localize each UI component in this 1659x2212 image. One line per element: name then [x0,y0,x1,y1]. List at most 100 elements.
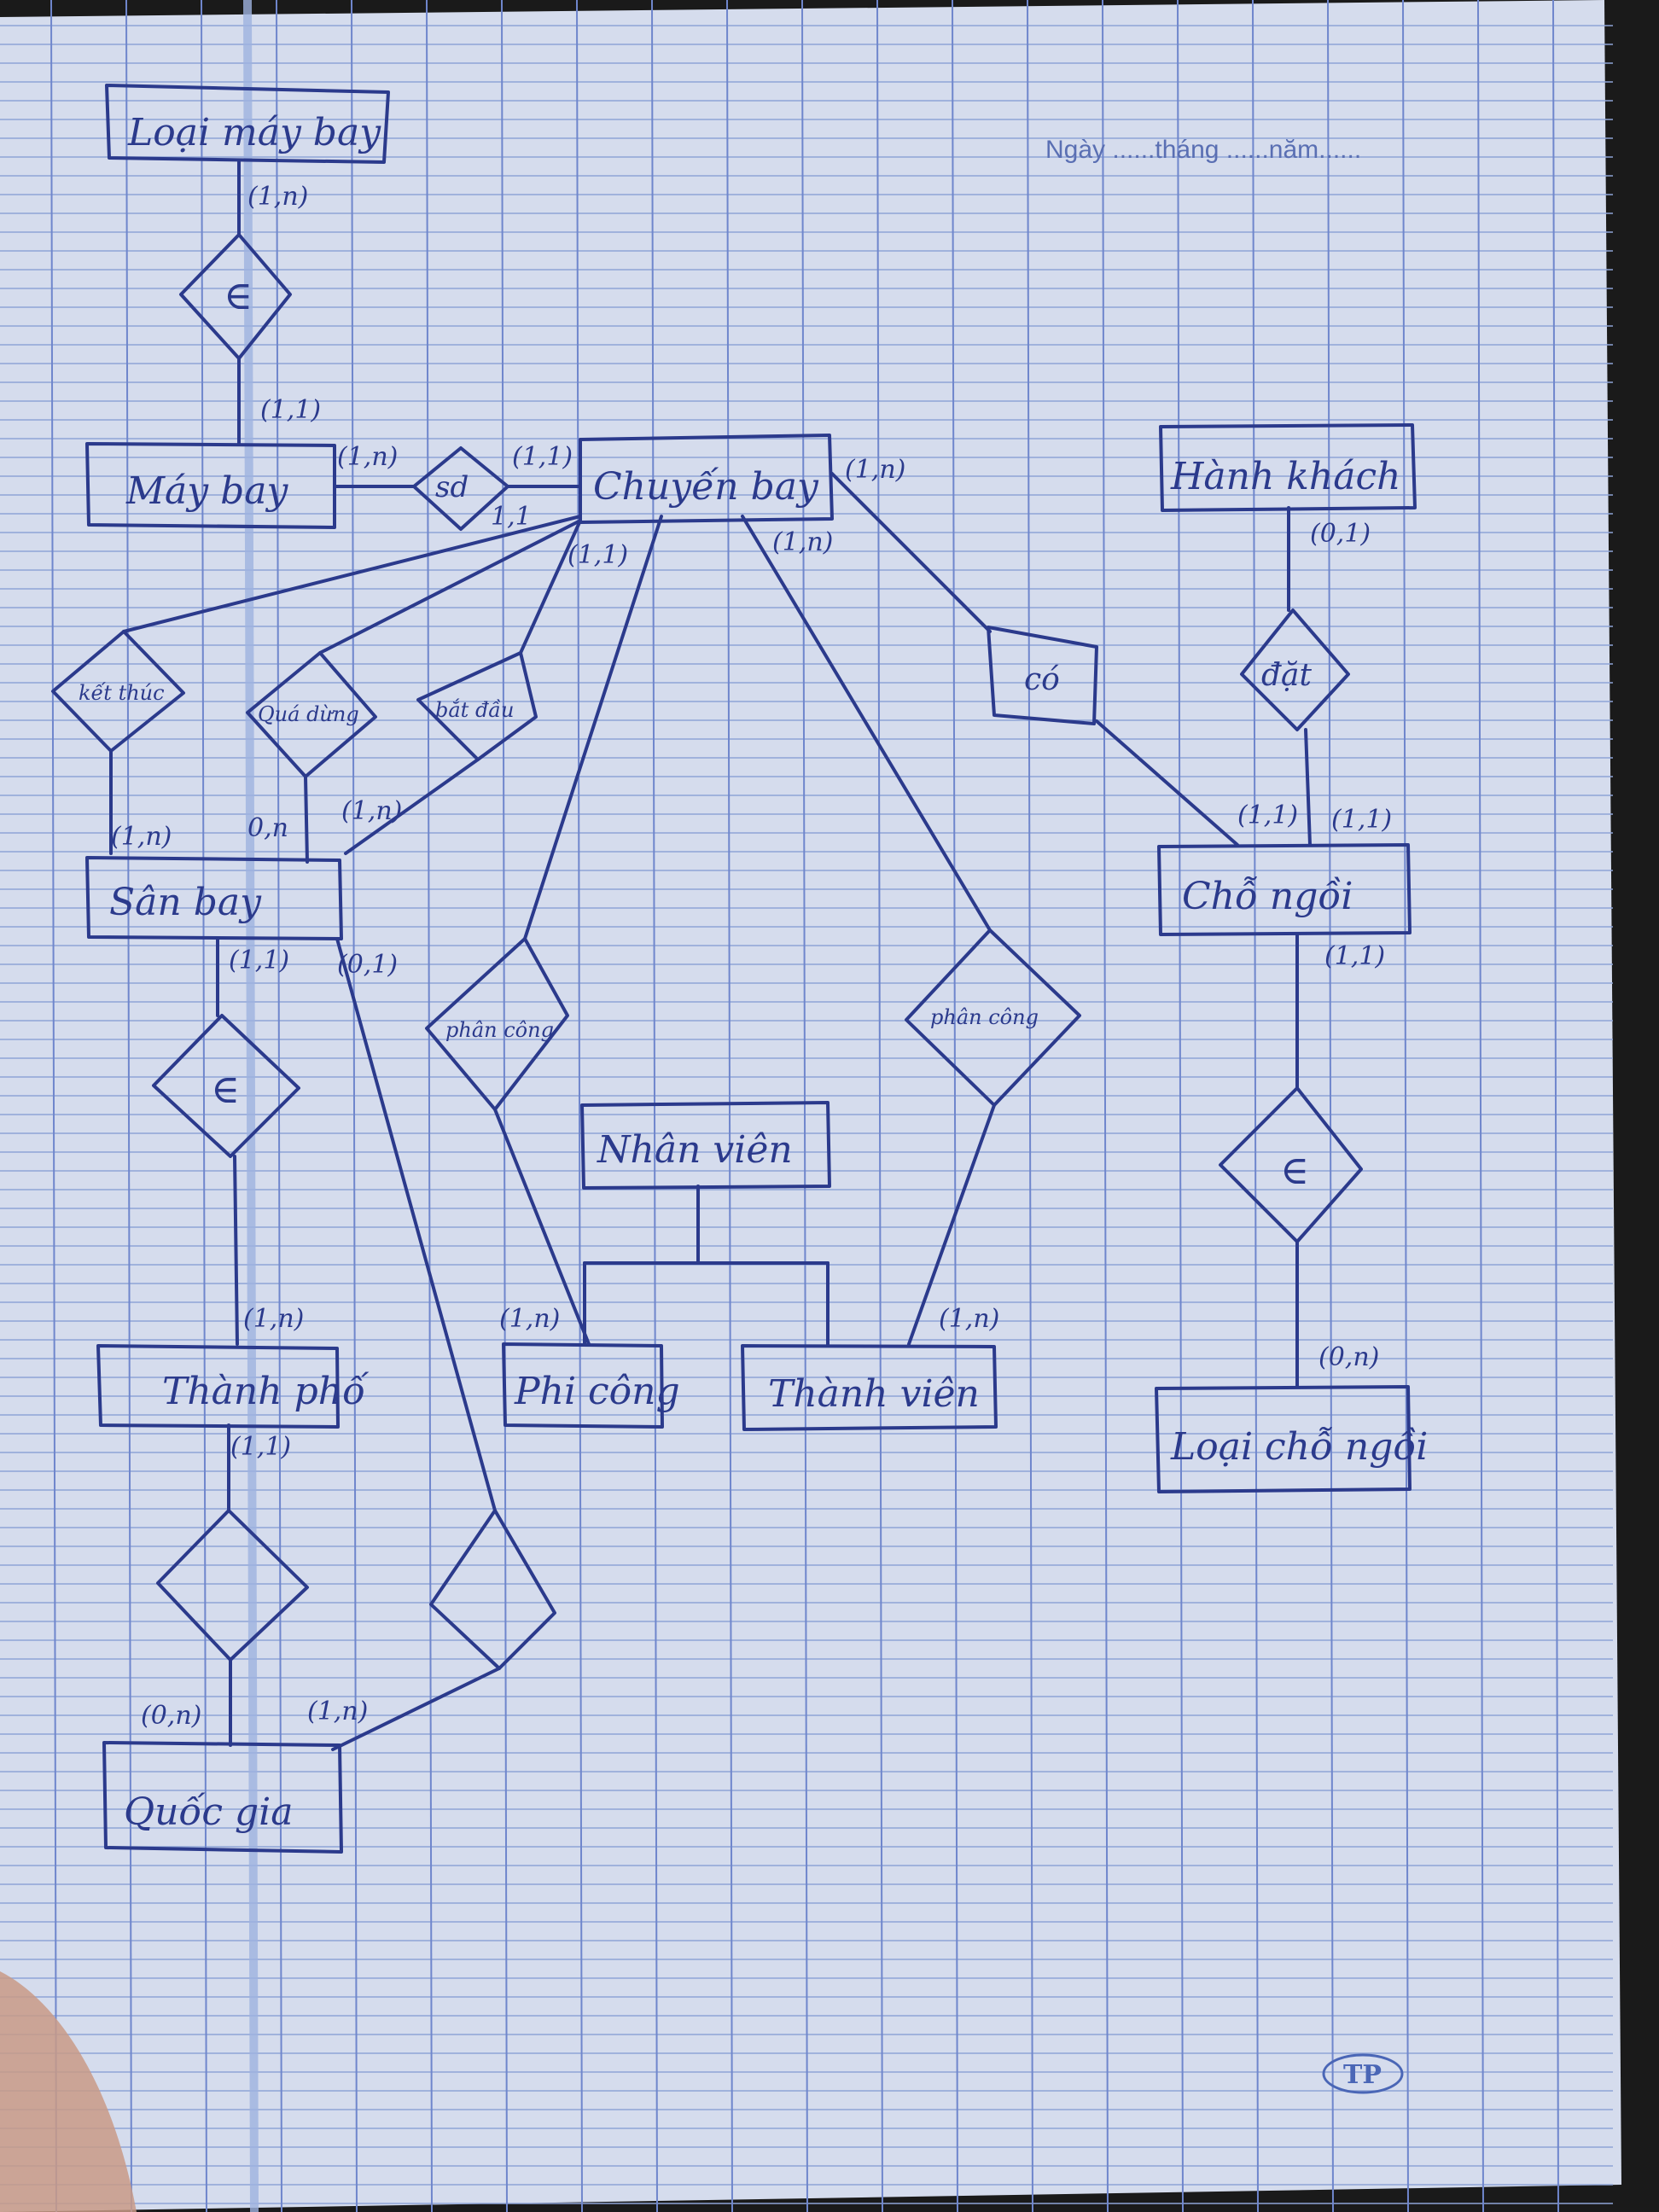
rel-phan-cong-1: phân công [425,937,569,1111]
entity-may-bay: Máy bay [85,442,336,529]
rel-dat: đặt [1240,608,1350,731]
entity-loai-may-bay-label: Loại máy bay [127,111,381,154]
rel-phan-cong-2: phân công [905,928,1081,1107]
entity-cho-ngoi-label: Chỗ ngồi [1182,875,1353,918]
card-cn-right: (1,1) [1331,805,1392,835]
rel-ket-thuc: kết thúc [51,630,185,753]
grid-column-line [952,0,958,2212]
grid-column-line [426,0,433,2212]
card-mb-sd: (1,n) [337,442,398,472]
entity-loai-cho-ngoi: Loại chỗ ngồi [1155,1385,1428,1493]
margin-line [243,0,259,2212]
entity-cho-ngoi: Chỗ ngồi [1157,843,1412,936]
grid-column-line [1027,0,1033,2212]
card-cb-right: (1,n) [845,455,905,485]
card-sb-3: (1,n) [341,796,402,826]
entity-loai-cho-ngoi-label: Loại chỗ ngồi [1170,1425,1428,1469]
date-line: Ngày ......tháng ......năm...... [1045,136,1361,164]
rel-phan-cong-2-label: phân công [930,1005,1039,1029]
entity-thanh-vien: Thành viên [741,1344,998,1431]
card-sb-2: 0,n [247,813,288,843]
entity-san-bay: Sân bay [85,856,343,940]
rel-qua-dau-label: Quá dừng [258,702,359,726]
grid-column-line [1102,0,1109,2212]
grid-column-line [1402,0,1409,2212]
rel-belongs-3-label: ∈ [1280,1147,1309,1193]
connectors [109,160,1312,1751]
card-tp-bottom: (1,1) [230,1432,291,1462]
rel-belongs-1-label: ∈ [224,272,253,318]
entity-chuyen-bay: Chuyến bay [579,434,834,524]
grid-column-line [801,0,808,2212]
card-tp-top: (1,n) [243,1304,304,1334]
rel-belongs-2-label: ∈ [211,1066,240,1112]
rel-dat-label: đặt [1261,658,1313,693]
rel-bat-dau: bắt đầu [416,651,538,761]
card-sd-cb: (1,1) [512,442,573,472]
card-hk: (0,1) [1310,519,1371,549]
card-qg-2: (1,n) [307,1697,368,1726]
paper [0,0,1621,2212]
card-qg-1: (0,n) [141,1701,201,1731]
card-lmb-bottom: (1,1) [260,395,321,425]
entity-quoc-gia: Quốc gia [102,1741,343,1854]
grid-column-line [50,0,57,2212]
card-lcn: (0,n) [1318,1342,1379,1372]
card-cb-low: (1,1) [568,540,628,570]
rel-belongs-1: ∈ [179,233,292,360]
grid-column-line [501,0,508,2212]
rel-sd: sd [412,446,509,531]
grid-column-line [726,0,733,2212]
grid-column-line [876,0,883,2212]
grid-column-line [1177,0,1184,2212]
entity-phi-cong-label: Phi công [514,1370,680,1413]
rel-bat-dau-label: bắt đầu [435,698,514,722]
rel-city-country [156,1509,309,1662]
rel-airport-country [429,1509,556,1670]
rel-phan-cong-1-label: phân công [445,1018,554,1042]
entity-phi-cong: Phi công [502,1342,680,1429]
grid-column-line [125,0,132,2212]
entity-thanh-pho: Thành phố [96,1344,370,1429]
entity-thanh-vien-label: Thành viên [768,1372,980,1416]
grid-column-line [201,0,207,2212]
entity-nhan-vien-label: Nhân viên [597,1128,793,1172]
entity-thanh-pho-label: Thành phố [162,1370,370,1413]
entity-nhan-vien: Nhân viên [580,1101,831,1190]
grid-column-line [351,0,358,2212]
card-cb-mid: (1,n) [772,527,833,557]
entity-san-bay-label: Sân bay [109,881,262,924]
grid-column-line [576,0,583,2212]
thumb [0,1971,137,2212]
logo-mark: TP [1322,2053,1404,2094]
entity-quoc-gia-label: Quốc gia [124,1790,293,1834]
cardinalities: (1,n) (1,1) (1,n) (1,1) 1,1 (1,n) (1,1) … [111,182,1392,1731]
rel-qua-dau: Quá dừng [246,651,377,778]
card-pc: (1,n) [499,1304,560,1334]
rel-ket-thuc-label: kết thúc [79,681,165,705]
card-tv: (1,n) [939,1304,999,1334]
grid-column-line [1327,0,1334,2212]
rel-co-label: có [1024,662,1060,697]
grid-column-line [1477,0,1484,2212]
entity-hanh-khach: Hành khách [1159,423,1417,512]
entity-chuyen-bay-label: Chuyến bay [593,465,819,509]
rel-belongs-3: ∈ [1219,1086,1363,1243]
grid-column-line [1252,0,1259,2212]
card-sd-low: 1,1 [491,502,532,532]
grid-columns [50,0,1559,2212]
card-sb-1: (1,n) [111,822,172,852]
rel-sd-label: sd [435,470,469,504]
card-cn-left: (1,1) [1237,800,1298,830]
rel-belongs-2: ∈ [152,1014,300,1158]
entity-may-bay-label: Máy bay [125,469,289,513]
logo-text: TP [1343,2060,1382,2090]
card-sb-b2: (0,1) [337,950,398,980]
rel-co: có [987,626,1098,725]
entity-loai-may-bay: Loại máy bay [105,84,390,164]
card-sb-b1: (1,1) [229,946,289,975]
entity-hanh-khach-label: Hành khách [1170,455,1400,498]
grid-column-line [1552,0,1559,2212]
card-lmb-top: (1,n) [247,182,308,212]
